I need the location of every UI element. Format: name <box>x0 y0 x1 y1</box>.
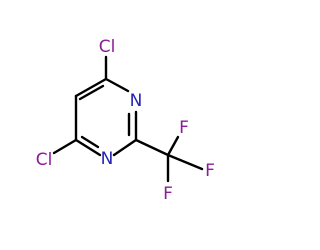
bond-n3-c4 <box>104 77 130 93</box>
bond-c6-n1 <box>74 138 102 157</box>
atom-label-cl-bottom: Cl <box>36 150 53 170</box>
atom-label-n-bottom: N <box>101 149 114 169</box>
ring-bonds <box>74 77 138 157</box>
bond-c4-c5 <box>74 77 108 98</box>
atom-label-n-top: N <box>130 91 143 111</box>
bond-cf3-f-top <box>166 135 180 157</box>
bond-c6-cl <box>52 138 78 155</box>
atom-label-cl-top: Cl <box>99 37 116 57</box>
substituent-bonds <box>52 55 204 183</box>
molecule-structure: Cl Cl N N F F F <box>36 37 215 204</box>
bond-c6-n1-inner <box>80 135 100 149</box>
atom-label-f-bottom: F <box>163 184 173 204</box>
atom-label-f-top: F <box>179 118 189 138</box>
bond-c2-cf3 <box>134 138 170 157</box>
atom-label-f-right: F <box>205 161 215 181</box>
atom-labels: Cl Cl N N F F F <box>36 37 215 204</box>
bond-n1-c2 <box>112 138 138 157</box>
bond-c4-c5-inner <box>78 84 105 101</box>
bond-cf3-f-right <box>166 153 204 171</box>
